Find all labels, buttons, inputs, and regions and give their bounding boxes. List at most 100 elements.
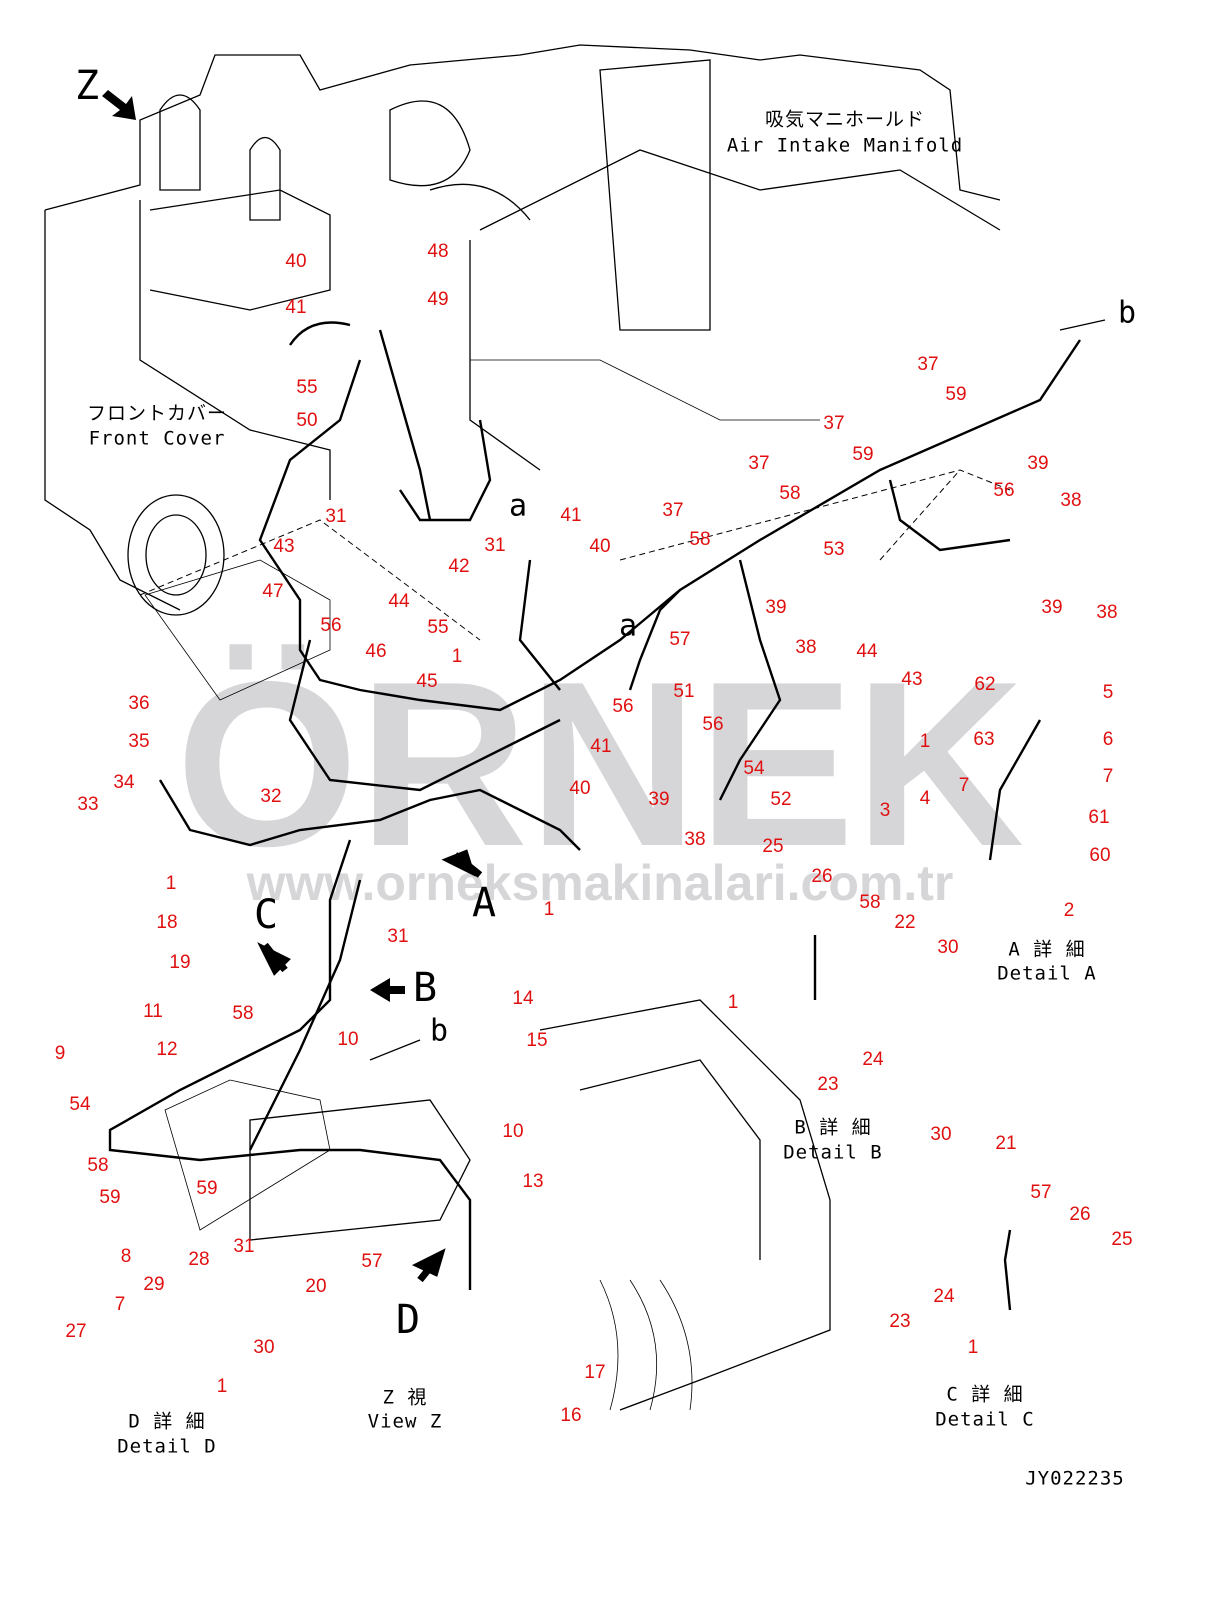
part-callout: 61 <box>1088 807 1109 828</box>
part-callout: 30 <box>253 1337 274 1358</box>
part-callout: 59 <box>852 444 873 465</box>
view-letter: b <box>1118 296 1136 331</box>
part-callout: 56 <box>993 480 1014 501</box>
part-callout: 33 <box>77 794 98 815</box>
detail-b-label-jp: B 詳 細 <box>794 1117 871 1139</box>
view-a-arrow-icon <box>441 849 483 878</box>
air-intake-label-jp: 吸気マニホールド <box>765 109 925 131</box>
part-callout: 55 <box>296 377 317 398</box>
part-callout: 10 <box>337 1029 358 1050</box>
part-callout: 56 <box>702 714 723 735</box>
detail-c-label-en: Detail C <box>935 1409 1035 1431</box>
part-callout: 4 <box>920 788 931 809</box>
part-callout: 53 <box>823 539 844 560</box>
part-callout: 6 <box>1103 729 1114 750</box>
part-callout: 35 <box>128 731 149 752</box>
view-letter: a <box>509 489 527 524</box>
part-callout: 1 <box>166 873 177 894</box>
part-callout: 57 <box>361 1251 382 1272</box>
part-callout: 10 <box>502 1121 523 1142</box>
view-letter: C <box>254 892 278 938</box>
arrow-b-bottom-icon <box>369 1039 421 1061</box>
part-callout: 11 <box>143 1001 163 1022</box>
part-callout: 59 <box>99 1187 120 1208</box>
part-callout: 16 <box>560 1405 581 1426</box>
part-callout: 47 <box>262 581 283 602</box>
part-callout: 46 <box>365 641 386 662</box>
part-callout: 13 <box>522 1171 543 1192</box>
view-letter: B <box>413 965 437 1011</box>
part-callout: 58 <box>87 1155 108 1176</box>
part-callout: 57 <box>1030 1182 1051 1203</box>
part-callout: 37 <box>917 354 938 375</box>
part-callout: 9 <box>55 1043 66 1064</box>
part-callout: 23 <box>889 1311 910 1332</box>
part-callout: 60 <box>1089 845 1110 866</box>
part-callout: 56 <box>612 696 633 717</box>
view-letter: D <box>396 1297 420 1343</box>
view-letter: b <box>430 1014 448 1049</box>
part-callout: 44 <box>388 591 410 612</box>
part-callout: 58 <box>859 892 880 913</box>
part-callout: 54 <box>69 1094 91 1115</box>
part-callout: 31 <box>233 1236 254 1257</box>
part-callout: 8 <box>121 1246 132 1267</box>
part-callout: 22 <box>894 912 915 933</box>
part-callout: 19 <box>169 952 190 973</box>
part-callout: 52 <box>770 789 791 810</box>
part-callout: 29 <box>143 1274 164 1295</box>
part-callout: 7 <box>115 1294 126 1315</box>
view-c-arrow-icon <box>257 942 291 976</box>
part-callout: 38 <box>1096 602 1117 623</box>
view-d-arrow-icon <box>411 1248 446 1283</box>
part-callout: 41 <box>285 297 306 318</box>
view-letter: a <box>619 609 637 644</box>
part-callout: 38 <box>1060 490 1081 511</box>
engine-outline <box>44 44 1001 1411</box>
part-callout: 28 <box>188 1249 209 1270</box>
part-callout: 26 <box>1069 1204 1090 1225</box>
part-callout: 50 <box>296 410 317 431</box>
part-callout: 14 <box>512 988 534 1009</box>
part-callout: 39 <box>765 597 786 618</box>
air-intake-label-en: Air Intake Manifold <box>727 135 963 157</box>
part-callout: 57 <box>669 629 690 650</box>
view-z-arrow-icon <box>102 90 136 120</box>
part-callout: 62 <box>974 674 995 695</box>
part-callout: 1 <box>544 899 555 920</box>
part-callout: 32 <box>260 786 281 807</box>
part-callout: 43 <box>901 669 922 690</box>
part-callout: 24 <box>862 1049 884 1070</box>
wire-harness <box>108 321 1081 1311</box>
view-b-arrow-icon <box>370 978 405 1002</box>
part-callout: 34 <box>113 772 135 793</box>
part-callout: 39 <box>1027 453 1048 474</box>
part-callout: 38 <box>795 637 816 658</box>
part-callout: 7 <box>959 775 970 796</box>
view-letter: A <box>472 880 496 926</box>
part-callout: 39 <box>1041 597 1062 618</box>
part-callout: 1 <box>452 646 463 667</box>
part-callout: 2 <box>1064 900 1075 921</box>
part-callout: 41 <box>560 505 581 526</box>
watermark: ÖRNEK www.orneksmakinalari.com.tr <box>176 632 1025 911</box>
part-callout: 25 <box>762 836 783 857</box>
part-callout: 31 <box>325 506 346 527</box>
part-callout: 1 <box>217 1376 228 1397</box>
part-callout: 44 <box>856 641 878 662</box>
part-callout: 58 <box>779 483 800 504</box>
part-callout: 37 <box>748 453 769 474</box>
part-callout: 58 <box>232 1003 253 1024</box>
part-callout: 21 <box>995 1133 1016 1154</box>
part-callout: 26 <box>811 866 832 887</box>
part-callout: 31 <box>484 535 505 556</box>
part-callout: 51 <box>673 681 694 702</box>
front-cover-label-jp: フロントカバー <box>87 403 227 425</box>
view-z-label-jp: Z 視 <box>383 1387 428 1409</box>
part-callout: 12 <box>156 1039 177 1060</box>
part-callout: 23 <box>817 1074 838 1095</box>
part-callout: 18 <box>156 912 177 933</box>
